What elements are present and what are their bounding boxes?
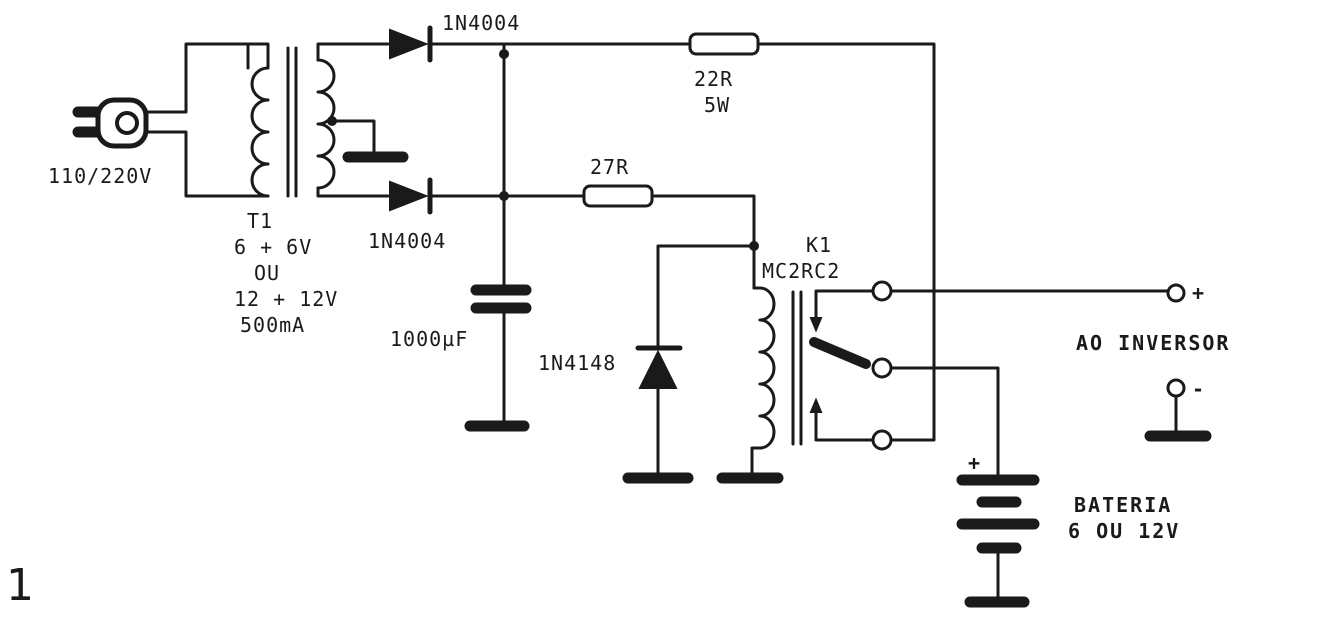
resistor-22r-value: 22R [694, 67, 733, 91]
output-minus-terminal [1166, 378, 1186, 398]
transformer-spec-3: 12 + 12V [234, 287, 338, 311]
transformer-spec-4: 500mA [240, 313, 305, 337]
flyback-diode-symbol [622, 345, 694, 484]
mains-voltage-label: 110/220V [48, 164, 152, 188]
diode-top-symbol [389, 25, 692, 63]
diode-top-label: 1N4004 [442, 11, 520, 35]
diode-bottom-symbol [389, 177, 586, 215]
mains-plug [72, 42, 250, 198]
relay-coil-symbol [716, 244, 803, 484]
battery-symbol [956, 474, 1040, 608]
flyback-diode-label: 1N4148 [538, 351, 616, 375]
output-label: AO INVERSOR [1076, 331, 1230, 355]
diode-bottom-label: 1N4004 [368, 229, 446, 253]
output-minus-sign: - [1192, 377, 1206, 401]
output-plus-sign: + [1192, 281, 1206, 305]
capacitor-label: 1000µF [390, 327, 468, 351]
battery-voltage: 6 OU 12V [1068, 519, 1180, 543]
capacitor-symbol [464, 284, 532, 432]
battery-plus-sign: + [968, 451, 982, 475]
resistor-22r-symbol [688, 32, 936, 442]
transformer-spec-1: 6 + 6V [234, 235, 312, 259]
output-plus-terminal [1166, 283, 1186, 303]
transformer-t1 [246, 42, 409, 198]
battery-wire [889, 366, 1000, 480]
resistor-22r-rating: 5W [704, 93, 730, 117]
resistor-27r-label: 27R [590, 155, 629, 179]
relay-ref: K1 [806, 233, 832, 257]
figure-number: 1 [6, 560, 34, 611]
relay-contacts-symbol [809, 280, 893, 451]
battery-label: BATERIA [1074, 493, 1172, 517]
transformer-ref: T1 [247, 209, 273, 233]
resistor-27r-symbol [582, 184, 756, 248]
transformer-spec-2: OU [254, 261, 280, 285]
relay-model: MC2RC2 [762, 259, 840, 283]
